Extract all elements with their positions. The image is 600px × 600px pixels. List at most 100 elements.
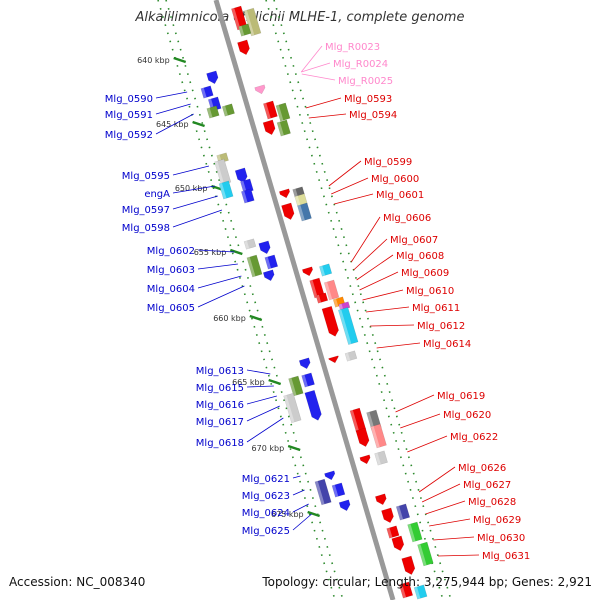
gene-label-mlg-0593[interactable]: Mlg_0593 (344, 94, 392, 105)
gene-shine (238, 25, 245, 37)
gene-shine (332, 484, 339, 498)
gene-block (386, 525, 400, 539)
gene-block (395, 503, 411, 521)
gene-label-mlg-0612[interactable]: Mlg_0612 (417, 321, 465, 332)
gene-shine (277, 121, 284, 137)
gene-shine (214, 161, 225, 185)
gene-label-mlg-0616[interactable]: Mlg_0616 (196, 400, 244, 411)
gene-block (319, 263, 333, 277)
gene-feature (243, 238, 257, 250)
accession-text: Accession: NC_008340 (9, 575, 146, 589)
gene-label-mlg-0619[interactable]: Mlg_0619 (437, 391, 485, 402)
leader-line (172, 195, 218, 210)
gene-shine (301, 374, 308, 388)
gene-arrow (381, 507, 394, 524)
gene-label-mlg-0615[interactable]: Mlg_0615 (196, 383, 244, 394)
gene-label-mlg-0629[interactable]: Mlg_0629 (473, 515, 521, 526)
gene-shine (414, 586, 421, 600)
gene-label-mlg-0602[interactable]: Mlg_0602 (147, 246, 195, 257)
gene-label-enga[interactable]: engA (144, 189, 170, 200)
chromosome-backbone (213, 0, 396, 600)
gene-arrow (262, 119, 276, 136)
gene-label-mlg-0622[interactable]: Mlg_0622 (450, 432, 498, 443)
leader-line (308, 113, 347, 119)
gene-feature (337, 307, 359, 345)
gene-shine (324, 281, 333, 301)
gene-label-mlg-0627[interactable]: Mlg_0627 (463, 480, 511, 491)
gene-shine (338, 303, 344, 311)
gene-label-mlg-0603[interactable]: Mlg_0603 (147, 265, 195, 276)
gene-label-mlg-0610[interactable]: Mlg_0610 (406, 286, 454, 297)
gene-block (417, 541, 434, 567)
leader-line (407, 435, 448, 453)
gene-label-mlg-0608[interactable]: Mlg_0608 (396, 251, 444, 262)
gene-label-mlg-0613[interactable]: Mlg_0613 (196, 366, 244, 377)
gene-feature (206, 70, 219, 85)
gene-feature (240, 188, 255, 204)
gene-label-mlg-0606[interactable]: Mlg_0606 (383, 213, 431, 224)
gene-arrow (355, 427, 370, 447)
gene-label-mlg-0600[interactable]: Mlg_0600 (371, 174, 419, 185)
leader-line (429, 518, 471, 527)
gene-arrow (278, 188, 290, 199)
leader-line (246, 395, 277, 405)
gene-label-mlg-0605[interactable]: Mlg_0605 (147, 303, 195, 314)
gene-label-mlg-0628[interactable]: Mlg_0628 (468, 497, 516, 508)
gene-label-mlg-0598[interactable]: Mlg_0598 (122, 223, 170, 234)
gene-feature (200, 85, 214, 99)
gene-feature (254, 84, 266, 95)
kbp-tick-mark (229, 248, 243, 256)
leader-line (328, 160, 362, 187)
gene-label-mlg-0625[interactable]: Mlg_0625 (242, 526, 290, 537)
leader-line (365, 306, 410, 313)
leader-line (376, 342, 421, 349)
gene-label-mlg-0604[interactable]: Mlg_0604 (147, 284, 195, 295)
gene-label-mlg-r0024[interactable]: Mlg_R0024 (333, 59, 388, 70)
gene-feature (262, 119, 276, 136)
gene-label-mlg-0621[interactable]: Mlg_0621 (242, 474, 290, 485)
gene-shine (263, 102, 271, 120)
gene-label-mlg-0618[interactable]: Mlg_0618 (196, 438, 244, 449)
gene-label-mlg-0601[interactable]: Mlg_0601 (376, 190, 424, 201)
gene-label-mlg-0614[interactable]: Mlg_0614 (423, 339, 471, 350)
gene-label-mlg-0607[interactable]: Mlg_0607 (390, 235, 438, 246)
gene-shine (399, 583, 407, 599)
gene-feature (324, 470, 336, 481)
gene-label-mlg-0611[interactable]: Mlg_0611 (412, 303, 460, 314)
gene-arrow (391, 535, 405, 552)
gene-feature (276, 119, 291, 137)
gene-label-mlg-0617[interactable]: Mlg_0617 (196, 417, 244, 428)
gene-label-mlg-0623[interactable]: Mlg_0623 (242, 491, 290, 502)
gene-label-mlg-0591[interactable]: Mlg_0591 (105, 110, 153, 121)
gene-feature (395, 503, 411, 521)
leader-line (246, 405, 280, 422)
gene-block (288, 375, 304, 397)
gene-label-mlg-0631[interactable]: Mlg_0631 (482, 551, 530, 562)
gene-block (238, 23, 252, 37)
gene-label-mlg-0599[interactable]: Mlg_0599 (364, 157, 412, 168)
leader-line (433, 536, 475, 541)
gene-shine (275, 104, 284, 122)
gene-feature (234, 167, 248, 184)
gene-shine (244, 10, 255, 36)
gene-label-mlg-0597[interactable]: Mlg_0597 (122, 205, 170, 216)
gene-feature (359, 454, 371, 465)
gene-shine (370, 426, 380, 448)
gene-label-mlg-0590[interactable]: Mlg_0590 (105, 94, 153, 105)
gene-block (323, 279, 340, 301)
gene-block (331, 482, 346, 498)
gene-shine (200, 87, 207, 99)
gene-label-mlg-0620[interactable]: Mlg_0620 (443, 410, 491, 421)
gene-label-mlg-r0025[interactable]: Mlg_R0025 (338, 76, 393, 87)
gene-label-mlg-0624[interactable]: Mlg_0624 (242, 508, 290, 519)
gene-label-mlg-r0023[interactable]: Mlg_R0023 (325, 42, 380, 53)
gene-label-mlg-0592[interactable]: Mlg_0592 (105, 130, 153, 141)
gene-feature (298, 357, 311, 370)
gene-label-mlg-0630[interactable]: Mlg_0630 (477, 533, 525, 544)
gene-label-mlg-0595[interactable]: Mlg_0595 (122, 171, 170, 182)
gene-label-mlg-0609[interactable]: Mlg_0609 (401, 268, 449, 279)
gene-label-mlg-0594[interactable]: Mlg_0594 (349, 110, 397, 121)
gene-feature (338, 499, 351, 512)
gene-label-mlg-0626[interactable]: Mlg_0626 (458, 463, 506, 474)
